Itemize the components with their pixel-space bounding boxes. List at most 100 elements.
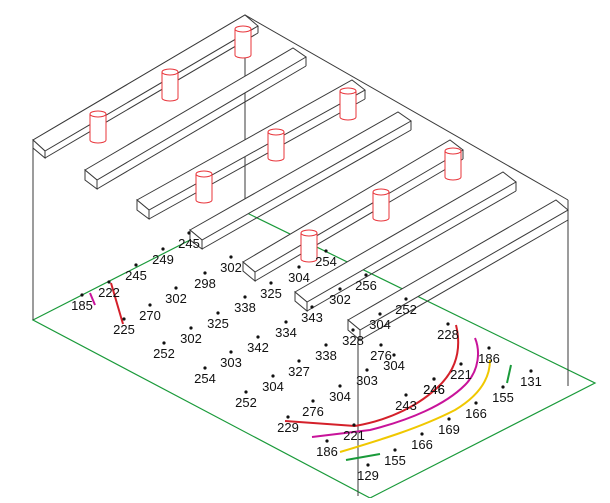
grid-point-marker <box>338 287 342 291</box>
grid-point: 327 <box>288 359 310 379</box>
illuminance-value: 254 <box>315 254 337 269</box>
isoline-yellow <box>339 359 491 453</box>
illuminance-value: 302 <box>329 292 351 307</box>
grid-point: 270 <box>139 303 161 323</box>
grid-point-marker <box>446 322 450 326</box>
luminaires <box>89 25 462 263</box>
illuminance-value: 303 <box>356 373 378 388</box>
grid-point: 222 <box>98 280 120 300</box>
grid-point-marker <box>80 293 84 297</box>
grid-point: 228 <box>437 322 459 342</box>
grid-point: 276 <box>302 399 324 419</box>
grid-point: 302 <box>165 286 187 306</box>
luminaire-icon <box>89 110 107 144</box>
grid-point-marker <box>392 353 396 357</box>
illuminance-value: 252 <box>395 302 417 317</box>
grid-point-marker <box>365 368 369 372</box>
illuminance-value: 276 <box>302 404 324 419</box>
illuminance-value: 328 <box>342 333 364 348</box>
grid-point: 129 <box>357 463 379 483</box>
grid-point-marker <box>351 328 355 332</box>
grid-point: 252 <box>395 297 417 317</box>
illuminance-value: 155 <box>384 453 406 468</box>
grid-point: 304 <box>383 353 405 373</box>
grid-point: 166 <box>465 401 487 421</box>
illuminance-value: 245 <box>125 268 147 283</box>
grid-point: 338 <box>234 295 256 315</box>
grid-point-marker <box>324 249 328 253</box>
beam-3 <box>136 79 366 220</box>
grid-point: 252 <box>153 341 175 361</box>
illuminance-grid: 2452492452221852252703022983023042542562… <box>71 231 542 483</box>
luminaire-icon <box>372 188 390 222</box>
grid-point: 304 <box>369 312 391 332</box>
luminaire-icon <box>300 229 318 263</box>
grid-point-marker <box>203 271 207 275</box>
grid-point-marker <box>148 303 152 307</box>
grid-point-marker <box>174 286 178 290</box>
grid-point-marker <box>271 374 275 378</box>
illuminance-value: 325 <box>260 286 282 301</box>
isoline-green-right <box>506 364 512 384</box>
beam-5 <box>242 139 464 283</box>
grid-point: 303 <box>220 350 242 370</box>
grid-point-marker <box>311 399 315 403</box>
luminaire-icon <box>267 128 285 162</box>
grid-point: 131 <box>520 369 542 389</box>
illuminance-value: 304 <box>288 270 310 285</box>
isoline-magenta-left <box>89 292 96 306</box>
grid-point-marker <box>404 297 408 301</box>
grid-point-marker <box>107 280 111 284</box>
grid-point-marker <box>297 265 301 269</box>
illuminance-value: 243 <box>395 398 417 413</box>
illuminance-value: 245 <box>178 236 200 251</box>
grid-point-marker <box>404 393 408 397</box>
illuminance-value: 221 <box>450 367 472 382</box>
grid-point-marker <box>487 346 491 350</box>
illuminance-value: 298 <box>194 276 216 291</box>
grid-point-marker <box>286 415 290 419</box>
grid-point: 302 <box>220 255 242 275</box>
grid-point: 302 <box>180 326 202 346</box>
grid-point-marker <box>284 320 288 324</box>
illuminance-value: 304 <box>329 389 351 404</box>
grid-point-marker <box>229 350 233 354</box>
grid-point: 249 <box>152 247 174 267</box>
illuminance-value: 334 <box>275 325 297 340</box>
grid-point-marker <box>134 263 138 267</box>
isoline-green-lower <box>345 453 381 461</box>
grid-point-marker <box>379 343 383 347</box>
grid-point-marker <box>256 335 260 339</box>
illuminance-value: 343 <box>301 310 323 325</box>
grid-point: 342 <box>247 335 269 355</box>
grid-point: 243 <box>395 393 417 413</box>
grid-point: 186 <box>478 346 500 366</box>
grid-point: 276 <box>370 343 392 363</box>
illuminance-value: 338 <box>234 300 256 315</box>
grid-point-marker <box>310 305 314 309</box>
isoline-red-left <box>110 282 124 325</box>
illuminance-value: 302 <box>180 331 202 346</box>
grid-point: 304 <box>288 265 310 285</box>
illuminance-value: 185 <box>71 298 93 313</box>
grid-point-marker <box>243 295 247 299</box>
grid-point-marker <box>459 362 463 366</box>
grid-point-marker <box>122 317 126 321</box>
grid-point-marker <box>162 341 166 345</box>
grid-point: 254 <box>194 366 216 386</box>
illuminance-value: 338 <box>315 348 337 363</box>
grid-point-marker <box>269 281 273 285</box>
luminaire-icon <box>195 170 213 204</box>
grid-point: 245 <box>178 231 200 251</box>
illuminance-value: 166 <box>465 406 487 421</box>
grid-point: 338 <box>315 343 337 363</box>
illuminance-value: 325 <box>207 316 229 331</box>
grid-point-marker <box>529 369 533 373</box>
grid-point-marker <box>297 359 301 363</box>
grid-point-marker <box>366 463 370 467</box>
grid-point-marker <box>324 343 328 347</box>
illuminance-value: 254 <box>194 371 216 386</box>
grid-point-marker <box>203 366 207 370</box>
